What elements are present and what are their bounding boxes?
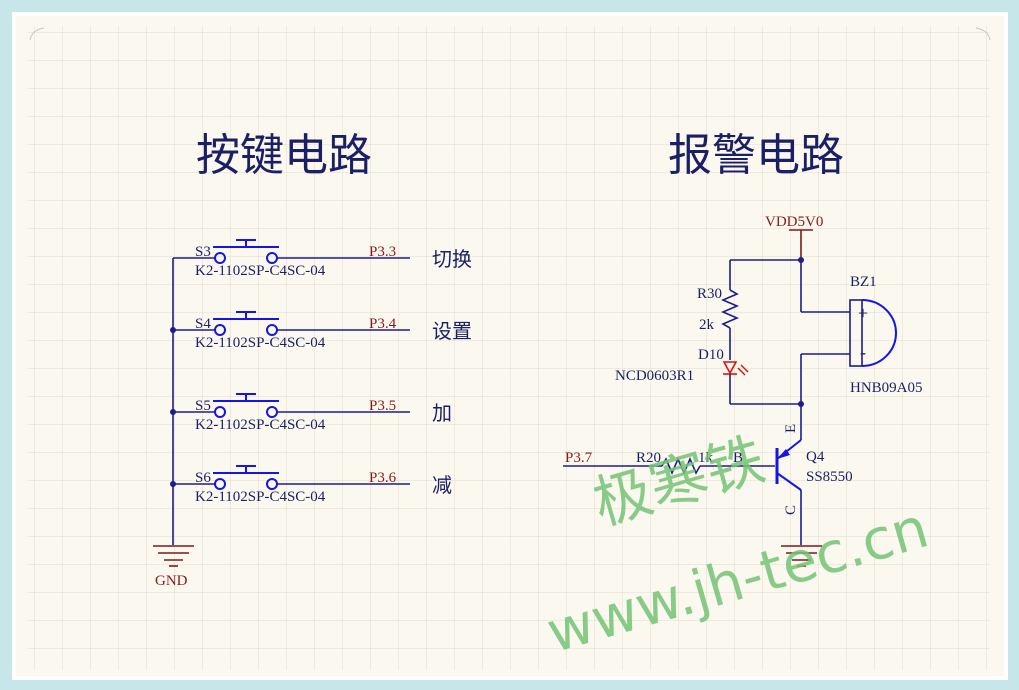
r20-ref: R20 xyxy=(636,450,661,466)
key-s3-ref: S3 xyxy=(195,244,211,260)
buzzer-bz1: + - BZ1 HNB09A05 xyxy=(849,274,923,396)
key-s5-func: 加 xyxy=(432,401,452,425)
gnd-label: GND xyxy=(155,573,188,589)
q4-pin-e: E xyxy=(783,424,799,433)
bz1-minus: - xyxy=(860,342,866,362)
key-s3-net: P3.3 xyxy=(369,244,396,260)
key-s5-part: K2-1102SP-C4SC-04 xyxy=(195,417,326,433)
resistor-r20: R20 1k B xyxy=(636,450,775,476)
bz1-ref: BZ1 xyxy=(850,274,877,290)
gnd-symbol-left: GND xyxy=(153,545,194,589)
bz1-part: HNB09A05 xyxy=(850,380,923,396)
vdd-label: VDD5V0 xyxy=(765,214,823,230)
key-s6-ref: S6 xyxy=(195,470,211,486)
key-s6: S6 K2-1102SP-C4SC-04 P3.6 减 xyxy=(170,465,452,505)
title-alarm-circuit: 报警电路 xyxy=(668,130,844,181)
key-s5: S5 K2-1102SP-C4SC-04 P3.5 加 xyxy=(170,393,452,433)
key-s4-ref: S4 xyxy=(195,316,211,332)
bz1-plus: + xyxy=(858,303,868,323)
key-s4: S4 K2-1102SP-C4SC-04 P3.4 设置 xyxy=(170,311,472,351)
key-s5-ref: S5 xyxy=(195,398,211,414)
d10-ref: D10 xyxy=(698,347,724,363)
key-s6-func: 减 xyxy=(432,473,452,497)
key-s6-net: P3.6 xyxy=(369,470,397,486)
q4-pin-b: B xyxy=(733,450,743,466)
resistor-r30: R30 2k xyxy=(697,260,740,360)
key-s6-part: K2-1102SP-C4SC-04 xyxy=(195,489,326,505)
key-s3-part: K2-1102SP-C4SC-04 xyxy=(195,263,326,279)
key-s5-net: P3.5 xyxy=(369,398,396,414)
p37-net: P3.7 xyxy=(565,450,593,466)
input-p37: P3.7 xyxy=(563,450,662,467)
key-s4-func: 设置 xyxy=(432,319,472,343)
transistor-q4: Q4 SS8550 C xyxy=(775,439,853,545)
key-circuit: S3 K2-1102SP-C4SC-04 P3.3 切换 S4 K2-1102S… xyxy=(153,239,472,589)
q4-ref: Q4 xyxy=(806,449,825,465)
led-d10: D10 NCD0603R1 xyxy=(615,347,749,404)
vdd-symbol: VDD5V0 xyxy=(765,214,823,260)
key-s3: S3 K2-1102SP-C4SC-04 P3.3 切换 xyxy=(173,239,472,279)
key-s4-net: P3.4 xyxy=(369,316,397,332)
r30-value: 2k xyxy=(699,317,715,333)
r20-value: 1k xyxy=(698,450,714,466)
key-s3-func: 切换 xyxy=(432,247,472,271)
title-key-circuit: 按键电路 xyxy=(196,130,372,181)
q4-part: SS8550 xyxy=(806,469,853,485)
q4-pin-c: C xyxy=(783,505,799,515)
r30-ref: R30 xyxy=(697,286,722,302)
alarm-circuit: VDD5V0 R30 2k D10 NCD0603R1 xyxy=(563,214,923,567)
key-s4-part: K2-1102SP-C4SC-04 xyxy=(195,335,326,351)
gnd-symbol-right xyxy=(781,545,822,567)
d10-part: NCD0603R1 xyxy=(615,368,694,384)
